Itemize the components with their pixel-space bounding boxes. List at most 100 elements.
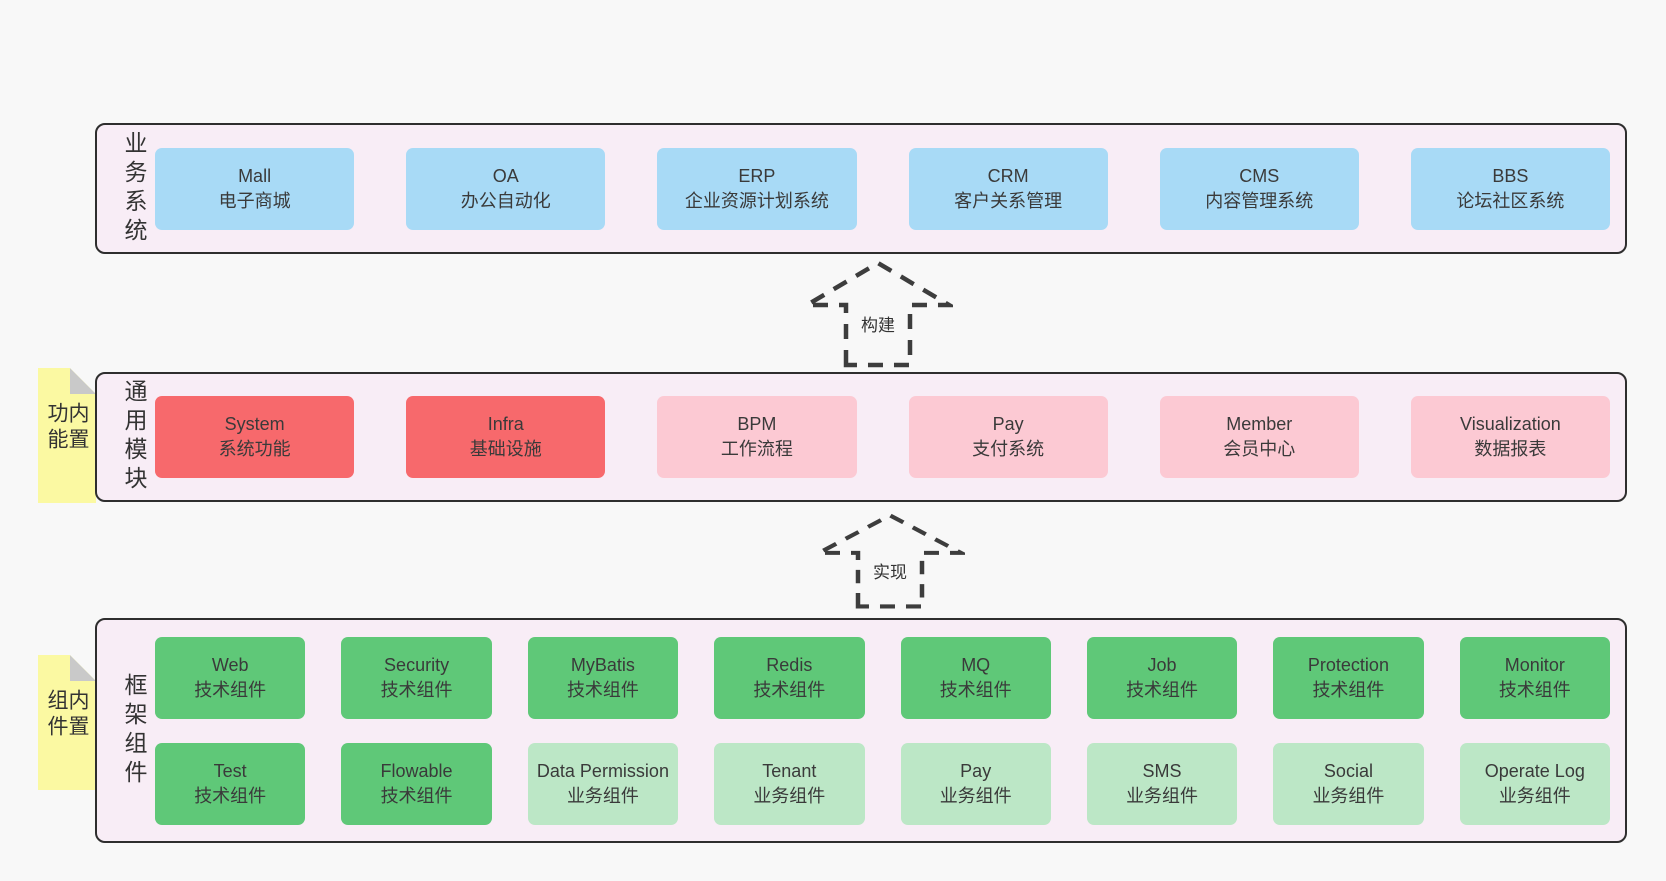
box-social: Social 业务组件 bbox=[1273, 742, 1424, 825]
box-title: Pay bbox=[960, 760, 992, 781]
box-mq: MQ 技术组件 bbox=[900, 636, 1051, 719]
box-subtitle: 技术组件 bbox=[566, 679, 639, 700]
box-subtitle: 业务组件 bbox=[1498, 785, 1571, 806]
box-subtitle: 业务组件 bbox=[753, 785, 826, 806]
sticky-note-built-in-features: 内置功能 bbox=[38, 368, 96, 503]
box-title: Data Permission bbox=[536, 760, 669, 781]
box-title: Test bbox=[213, 760, 247, 781]
box-subtitle: 技术组件 bbox=[1312, 679, 1385, 700]
box-subtitle: 论坛社区系统 bbox=[1456, 190, 1565, 211]
box-title: System bbox=[224, 414, 285, 434]
up-block-arrow-icon bbox=[803, 260, 953, 368]
box-title: Social bbox=[1323, 760, 1373, 781]
box-title: MQ bbox=[961, 654, 991, 675]
box-subtitle: 业务组件 bbox=[566, 785, 639, 806]
box-subtitle: 技术组件 bbox=[194, 785, 267, 806]
box-test: Test 技术组件 bbox=[155, 742, 306, 825]
box-tenant: Tenant 业务组件 bbox=[714, 742, 865, 825]
box-subtitle: 业务组件 bbox=[1126, 785, 1199, 806]
box-title: Redis bbox=[766, 654, 813, 675]
box-subtitle: 工作流程 bbox=[720, 439, 793, 459]
box-flowable: Flowable 技术组件 bbox=[341, 742, 492, 825]
box-oa: OA 办公自动化 bbox=[406, 147, 606, 230]
box-subtitle: 内容管理系统 bbox=[1205, 190, 1314, 211]
box-infra: Infra 基础设施 bbox=[406, 396, 606, 478]
box-grid: Web 技术组件 Security 技术组件 MyBatis 技术组件 Redi… bbox=[145, 620, 1625, 841]
box-subtitle: 客户关系管理 bbox=[954, 190, 1063, 211]
box-erp: ERP 企业资源计划系统 bbox=[657, 147, 857, 230]
arrow-label: 构建 bbox=[856, 308, 900, 338]
box-subtitle: 技术组件 bbox=[380, 785, 453, 806]
box-title: Member bbox=[1226, 414, 1293, 434]
box-subtitle: 业务组件 bbox=[1312, 785, 1385, 806]
panel-business-systems: 业务系统 Mall 电子商城 OA 办公自动化 ERP 企业资源计划系统 CRM… bbox=[95, 123, 1627, 254]
box-subtitle: 数据报表 bbox=[1474, 439, 1547, 459]
arrow-implement: 实现 bbox=[815, 510, 965, 610]
arrow-build: 构建 bbox=[803, 257, 953, 369]
box-bbs: BBS 论坛社区系统 bbox=[1410, 147, 1610, 230]
box-crm: CRM 客户关系管理 bbox=[908, 147, 1108, 230]
box-title: Monitor bbox=[1504, 654, 1565, 675]
box-cms: CMS 内容管理系统 bbox=[1159, 147, 1359, 230]
box-title: CRM bbox=[987, 165, 1029, 186]
box-subtitle: 技术组件 bbox=[1498, 679, 1571, 700]
box-title: Visualization bbox=[1460, 414, 1561, 434]
box-title: ERP bbox=[738, 165, 776, 186]
box-subtitle: 技术组件 bbox=[939, 679, 1012, 700]
box-title: Operate Log bbox=[1484, 760, 1585, 781]
box-grid: System 系统功能 Infra 基础设施 BPM 工作流程 Pay 支付系统… bbox=[145, 374, 1625, 500]
box-subtitle: 电子商城 bbox=[218, 190, 291, 211]
panel-framework-components: 框架组件 Web 技术组件 Security 技术组件 MyBatis 技术组件… bbox=[95, 618, 1627, 843]
box-title: CMS bbox=[1239, 165, 1280, 186]
box-title: Infra bbox=[487, 414, 524, 434]
box-title: Flowable bbox=[380, 760, 453, 781]
box-title: BBS bbox=[1492, 165, 1529, 186]
box-subtitle: 技术组件 bbox=[194, 679, 267, 700]
box-bpm: BPM 工作流程 bbox=[657, 396, 857, 478]
box-subtitle: 系统功能 bbox=[218, 439, 291, 459]
box-security: Security 技术组件 bbox=[341, 636, 492, 719]
box-subtitle: 技术组件 bbox=[1126, 679, 1199, 700]
box-title: MyBatis bbox=[570, 654, 635, 675]
box-subtitle: 企业资源计划系统 bbox=[684, 190, 829, 211]
box-redis: Redis 技术组件 bbox=[714, 636, 865, 719]
box-subtitle: 业务组件 bbox=[939, 785, 1012, 806]
box-mall: Mall 电子商城 bbox=[155, 147, 355, 230]
panel-common-modules: 通用模块 System 系统功能 Infra 基础设施 BPM 工作流程 Pay… bbox=[95, 372, 1627, 502]
box-pay: Pay 支付系统 bbox=[908, 396, 1108, 478]
box-subtitle: 支付系统 bbox=[972, 439, 1045, 459]
box-mybatis: MyBatis 技术组件 bbox=[527, 636, 679, 719]
box-visualization: Visualization 数据报表 bbox=[1410, 396, 1610, 478]
box-job: Job 技术组件 bbox=[1086, 636, 1238, 719]
sticky-note-label: 内置功能 bbox=[45, 401, 89, 454]
sticky-note-label: 内置组件 bbox=[45, 688, 89, 741]
box-pay: Pay 业务组件 bbox=[900, 742, 1051, 825]
box-title: Security bbox=[384, 654, 450, 675]
box-title: OA bbox=[492, 165, 519, 186]
box-title: Tenant bbox=[762, 760, 817, 781]
box-title: Pay bbox=[992, 414, 1024, 434]
box-subtitle: 基础设施 bbox=[469, 439, 542, 459]
box-data-permission: Data Permission 业务组件 bbox=[527, 742, 679, 825]
box-operate-log: Operate Log 业务组件 bbox=[1459, 742, 1610, 825]
box-monitor: Monitor 技术组件 bbox=[1459, 636, 1610, 719]
box-subtitle: 技术组件 bbox=[753, 679, 826, 700]
box-title: SMS bbox=[1142, 760, 1182, 781]
sticky-note-built-in-components: 内置组件 bbox=[38, 655, 96, 790]
panel-title: 业务系统 bbox=[121, 130, 147, 247]
box-title: Web bbox=[211, 654, 249, 675]
box-member: Member 会员中心 bbox=[1159, 396, 1359, 478]
box-title: Job bbox=[1147, 654, 1177, 675]
box-subtitle: 技术组件 bbox=[380, 679, 453, 700]
box-subtitle: 办公自动化 bbox=[460, 190, 551, 211]
box-protection: Protection 技术组件 bbox=[1273, 636, 1424, 719]
panel-title: 通用模块 bbox=[121, 379, 147, 495]
box-sms: SMS 业务组件 bbox=[1086, 742, 1238, 825]
box-system: System 系统功能 bbox=[155, 396, 355, 478]
up-block-arrow-icon bbox=[815, 513, 965, 609]
box-title: BPM bbox=[737, 414, 777, 434]
arrow-label: 实现 bbox=[868, 556, 912, 585]
box-subtitle: 会员中心 bbox=[1223, 439, 1296, 459]
box-title: Protection bbox=[1307, 654, 1389, 675]
